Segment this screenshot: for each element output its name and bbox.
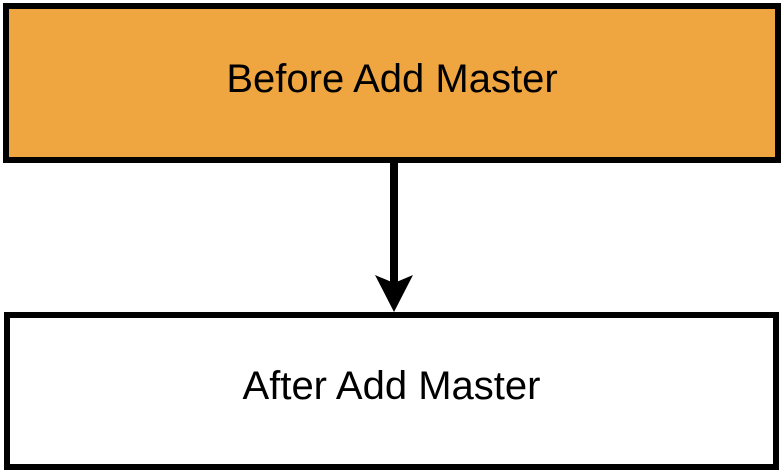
down-arrow xyxy=(375,163,413,312)
down-arrow-head xyxy=(375,275,413,312)
node-before-add-master: Before Add Master xyxy=(3,3,781,163)
node-after-add-master: After Add Master xyxy=(4,312,779,470)
node-before-label: Before Add Master xyxy=(226,57,558,101)
node-after-label: After Add Master xyxy=(242,364,541,408)
